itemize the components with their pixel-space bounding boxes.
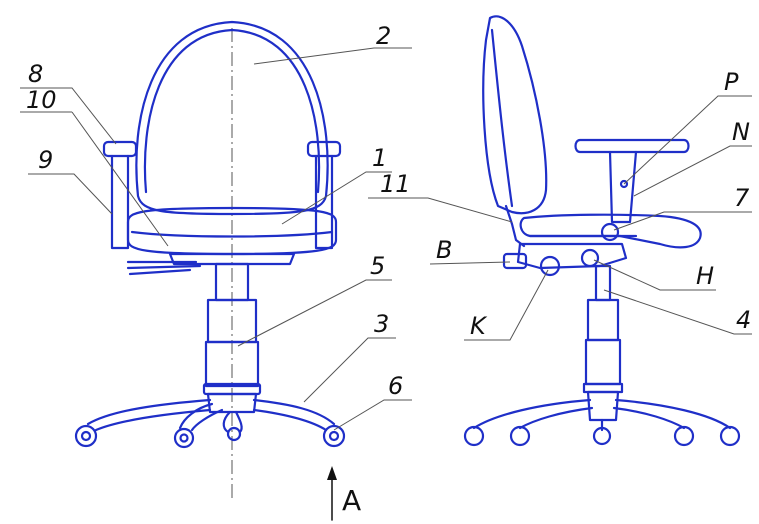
front-levers [126, 260, 202, 276]
side-caster-5 [719, 425, 741, 447]
front-base-leg-mid [178, 402, 224, 432]
label-K: K [470, 312, 488, 340]
leader-11 [368, 197, 513, 223]
side-backrest-inner [490, 28, 514, 208]
front-base-leg-rear [222, 410, 243, 434]
label-N: N [732, 118, 750, 146]
front-left-armpost [110, 154, 130, 250]
side-seat [519, 213, 702, 249]
label-H: H [696, 262, 714, 290]
front-base-leg-right-b [252, 408, 328, 432]
side-base-hub [586, 390, 620, 422]
side-caster-4 [673, 425, 695, 447]
leader-8 [20, 87, 117, 145]
leader-3 [303, 337, 396, 403]
front-seat [126, 206, 338, 256]
side-lever-b [502, 252, 528, 270]
side-knob-k [539, 255, 561, 277]
leader-6 [333, 399, 412, 431]
label-10: 10 [26, 86, 57, 114]
leader-lines [20, 47, 752, 431]
side-caster-1 [463, 425, 485, 447]
label-5: 5 [370, 252, 385, 280]
front-left-armpad [102, 140, 138, 158]
front-base-hub [206, 392, 258, 414]
side-view [463, 15, 741, 447]
front-seat-line [130, 230, 334, 238]
label-8: 8 [28, 60, 43, 88]
side-backrest [482, 15, 548, 215]
leader-seat [281, 171, 392, 225]
label-A: A [342, 484, 361, 517]
label-2: 2 [376, 22, 391, 50]
label-P: P [724, 68, 739, 96]
label-11: 11 [380, 170, 411, 198]
leader-P [623, 95, 752, 185]
leader-10 [20, 111, 169, 247]
leader-backrest [253, 47, 412, 65]
label-3: 3 [374, 310, 389, 338]
label-7: 7 [734, 184, 750, 212]
front-caster-right [322, 424, 346, 448]
front-gaslift-lower [204, 340, 260, 388]
side-mechanism [516, 242, 628, 270]
front-caster-mid [173, 427, 195, 449]
front-right-armpad [306, 140, 342, 158]
leader-H [593, 259, 716, 291]
label-4: 4 [736, 306, 751, 334]
label-9: 9 [38, 146, 53, 174]
side-armpost [608, 150, 638, 224]
side-knob-7 [600, 222, 620, 242]
label-B: B [436, 236, 452, 264]
front-backrest [135, 20, 329, 216]
side-base-leg-2 [518, 406, 594, 430]
side-caster-2 [509, 425, 531, 447]
side-armpost-bolt [619, 179, 629, 189]
front-caster-left [74, 424, 98, 448]
side-gaslift-collar [582, 382, 624, 394]
front-view [74, 20, 346, 521]
leader-5 [237, 279, 392, 347]
side-knob-h [580, 248, 600, 268]
side-armpad [574, 138, 690, 154]
leader-9 [28, 173, 113, 215]
front-base-leg-left [86, 398, 212, 426]
leader-B [429, 261, 511, 265]
view-arrow-head [327, 466, 337, 480]
front-mechanism [168, 252, 296, 266]
side-base-leg-4 [612, 406, 686, 430]
side-gaslift-top [594, 264, 612, 302]
side-gaslift-upper [586, 298, 620, 342]
label-6: 6 [388, 372, 403, 400]
leader-N [633, 145, 752, 197]
leader-K [464, 269, 549, 341]
front-right-armpost [314, 154, 334, 250]
side-base-leg-3 [614, 398, 732, 430]
front-backrest-inner [143, 28, 321, 194]
labels: 2 1 8 10 9 11 5 3 6 P N 7 B H K 4 A [26, 22, 751, 517]
label-1: 1 [372, 144, 387, 172]
leader-7 [613, 211, 752, 231]
front-base-leg-right [252, 398, 336, 426]
leader-4 [603, 289, 752, 335]
side-gaslift-lower [584, 338, 622, 386]
side-base-leg-1 [472, 398, 592, 430]
front-caster-rear [226, 426, 242, 442]
side-caster-3 [592, 426, 612, 446]
